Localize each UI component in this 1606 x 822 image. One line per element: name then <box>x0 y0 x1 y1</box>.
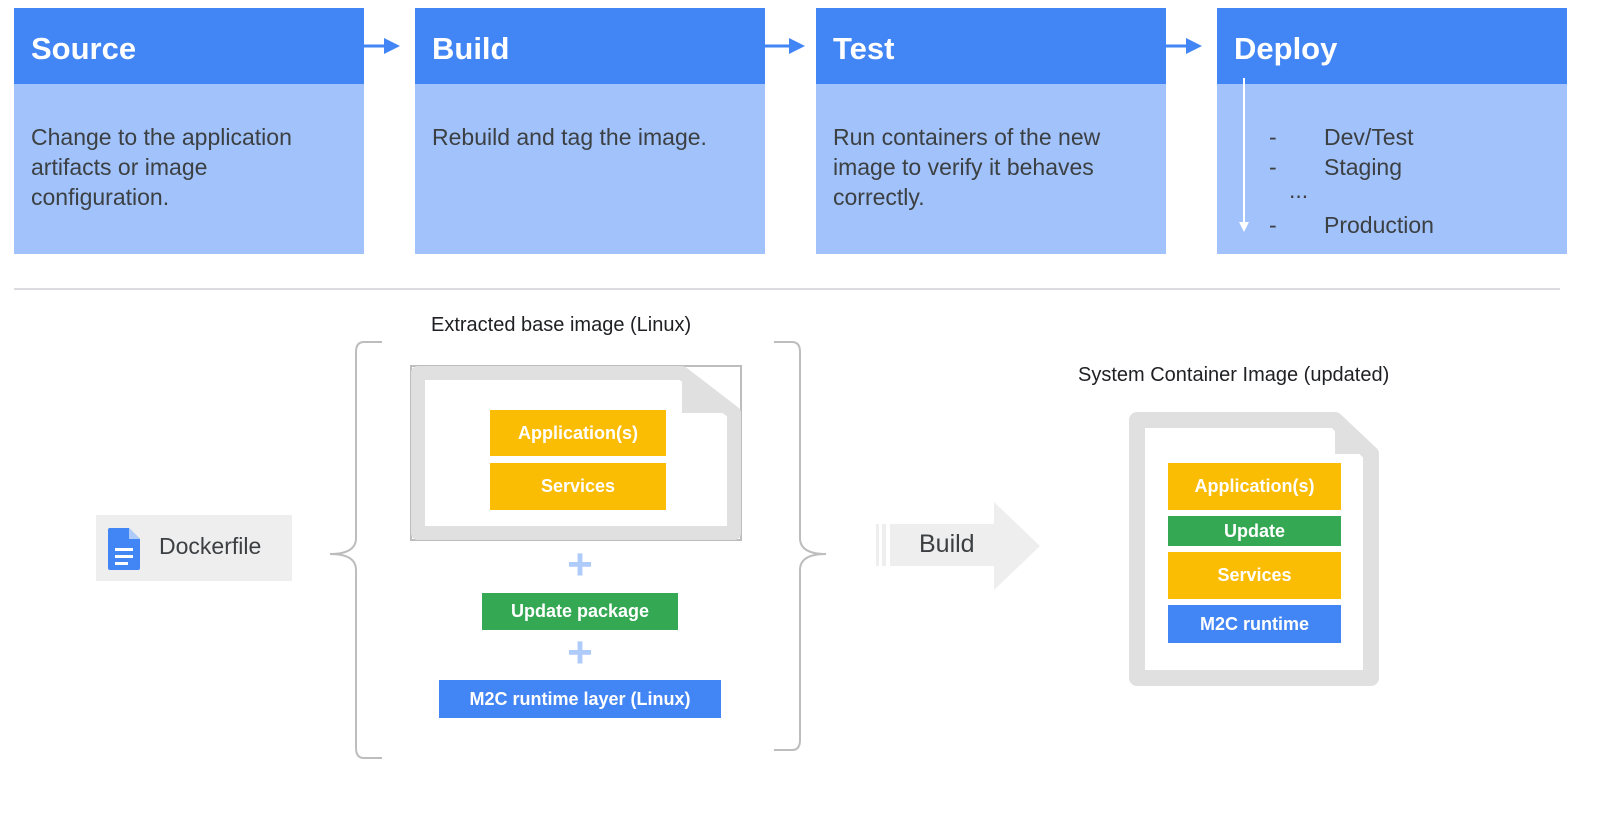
build-arrow-icon <box>876 502 1040 590</box>
deploy-env-item: - Production <box>1217 210 1547 240</box>
build-arrow-label: Build <box>919 530 975 558</box>
dockerfile-label: Dockerfile <box>159 533 262 559</box>
arrow-right-icon <box>757 38 805 54</box>
base-image-title: Extracted base image (Linux) <box>431 314 692 336</box>
result-image-title: System Container Image (updated) <box>1078 364 1390 386</box>
arrow-right-icon <box>1158 38 1202 54</box>
result-layer-update: Update <box>1168 516 1341 546</box>
result-layer-applications: Application(s) <box>1168 463 1341 510</box>
stage-deploy-body: - Dev/Test - Staging ... - Production <box>1217 84 1567 254</box>
stage-source-description: Change to the application artifacts or i… <box>14 84 364 254</box>
base-layer-applications: Application(s) <box>490 410 666 456</box>
left-brace-icon <box>329 341 382 759</box>
deploy-env-item: ... <box>1217 175 1547 205</box>
arrow-right-icon <box>356 38 400 54</box>
deploy-env-name: ... <box>1289 177 1309 203</box>
list-dash: - <box>1269 124 1277 150</box>
deploy-env-name: Production <box>1324 212 1434 238</box>
document-icon <box>108 528 140 570</box>
right-brace-icon <box>774 341 827 751</box>
stage-test-title: Test <box>816 8 1166 90</box>
result-image-document-icon <box>1129 412 1379 686</box>
deploy-env-name: Dev/Test <box>1324 124 1414 150</box>
plus-icon: + <box>567 628 593 677</box>
stage-test-description: Run containers of the new image to verif… <box>816 84 1166 254</box>
base-layer-services: Services <box>490 463 666 510</box>
stage-source-title: Source <box>14 8 364 90</box>
deploy-env-name: Staging <box>1324 154 1403 180</box>
runtime-layer: M2C runtime layer (Linux) <box>439 680 721 718</box>
result-layer-services: Services <box>1168 552 1341 599</box>
update-package-layer: Update package <box>482 593 678 630</box>
deploy-progression-arrow-icon <box>1239 78 1249 232</box>
stage-build-description: Rebuild and tag the image. <box>415 84 765 254</box>
deploy-env-item: - Dev/Test <box>1217 122 1547 152</box>
plus-icon: + <box>567 540 593 589</box>
stage-deploy-title: Deploy <box>1217 8 1567 90</box>
deploy-env-item: - Staging <box>1217 152 1547 182</box>
dockerfile-chip: Dockerfile <box>96 515 292 581</box>
result-layer-runtime: M2C runtime <box>1168 605 1341 643</box>
list-dash: - <box>1269 212 1277 238</box>
list-dash: - <box>1269 154 1277 180</box>
stage-build-title: Build <box>415 8 765 90</box>
section-divider <box>14 288 1560 290</box>
